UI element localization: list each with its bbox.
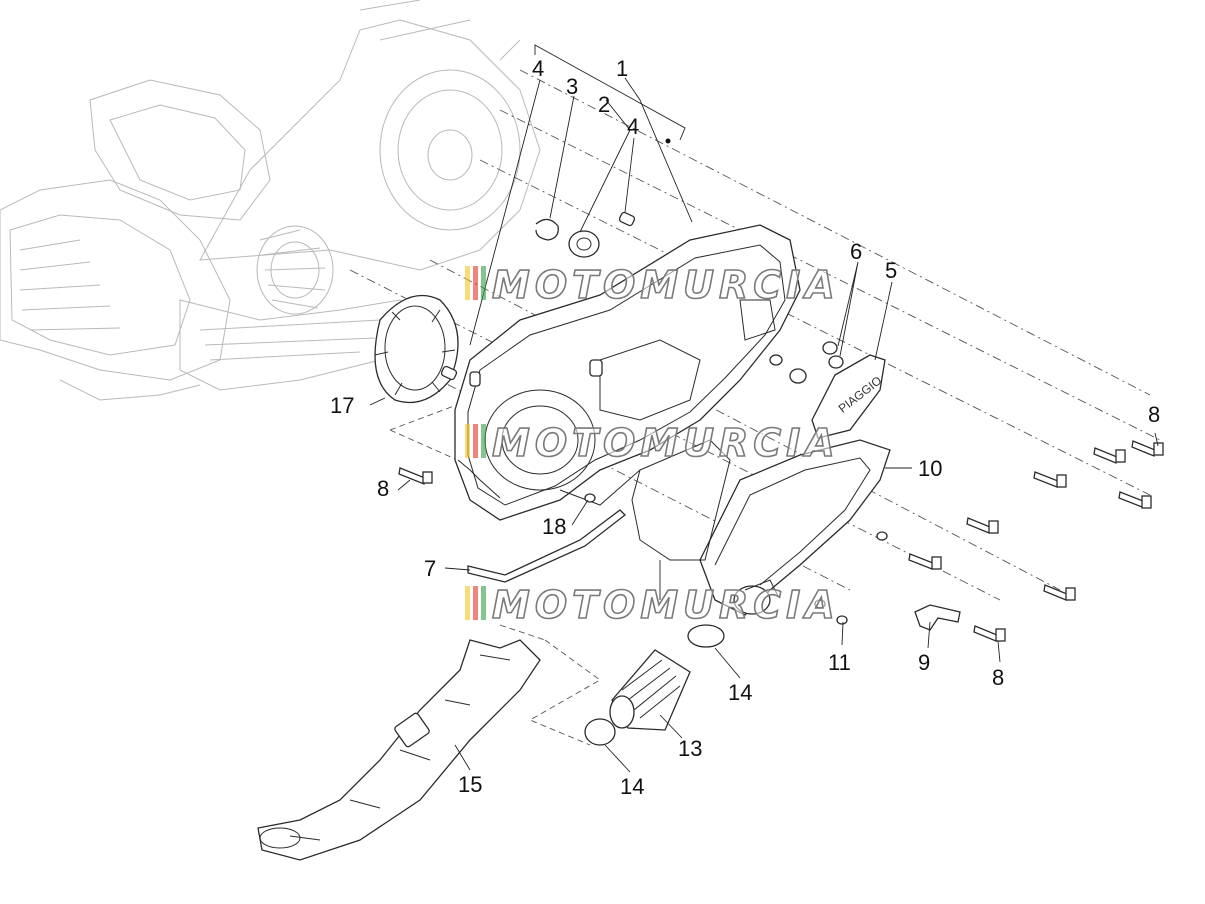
watermark-text-bottom: MOTOMURCIA	[492, 583, 840, 627]
watermark-middle: MOTOMURCIA	[465, 420, 840, 466]
callout-5: 5	[885, 258, 897, 283]
callout-9: 9	[918, 650, 930, 675]
group-dot	[665, 138, 671, 144]
part-14-hose-clamps	[584, 624, 725, 746]
engine-ghost	[0, 0, 541, 401]
watermark-text-top: MOTOMURCIA	[492, 263, 840, 307]
callout-15: 15	[458, 772, 482, 797]
callout-14-right: 14	[728, 680, 752, 705]
part-10-intake-cover	[699, 439, 891, 616]
cover-gasket	[631, 439, 731, 561]
part-6-washers	[769, 341, 844, 384]
group-bracket	[534, 44, 686, 141]
leader-lines	[369, 77, 1159, 773]
part-7-rod	[467, 509, 626, 583]
callout-7: 7	[424, 556, 436, 581]
callout-18: 18	[542, 514, 566, 539]
part-13-bellows	[609, 649, 691, 731]
callout-14-bottom: 14	[620, 774, 644, 799]
callout-8-bottom: 8	[992, 665, 1004, 690]
part-2-bearing	[568, 230, 600, 258]
callout-10: 10	[918, 456, 942, 481]
bolts	[398, 440, 1164, 642]
callout-4-right: 4	[627, 114, 639, 139]
callout-1: 1	[616, 56, 628, 81]
part-18-screw	[584, 493, 596, 503]
watermark-text-middle: MOTOMURCIA	[492, 421, 840, 465]
callout-11: 11	[828, 650, 851, 675]
part-15-air-duct	[257, 639, 541, 861]
watermark-top: MOTOMURCIA	[465, 262, 840, 308]
callout-2: 2	[598, 92, 610, 117]
callout-labels: 1 2 3 4 4 5 6 7 8 8 8 9 10 11 13 14 14 1…	[330, 56, 1160, 799]
part-17-shield-plate	[374, 294, 459, 404]
callout-4-left: 4	[532, 56, 544, 81]
callout-13: 13	[678, 736, 702, 761]
callout-17: 17	[330, 393, 354, 418]
callout-6: 6	[850, 239, 862, 264]
part-9-clamp	[914, 604, 961, 631]
callout-3: 3	[566, 74, 578, 99]
callout-8-right: 8	[1148, 402, 1160, 427]
part-4-dowels	[440, 211, 636, 381]
callout-8-left: 8	[377, 476, 389, 501]
watermark-bottom: MOTOMURCIA	[465, 582, 840, 628]
part-3-circlip	[535, 218, 559, 241]
